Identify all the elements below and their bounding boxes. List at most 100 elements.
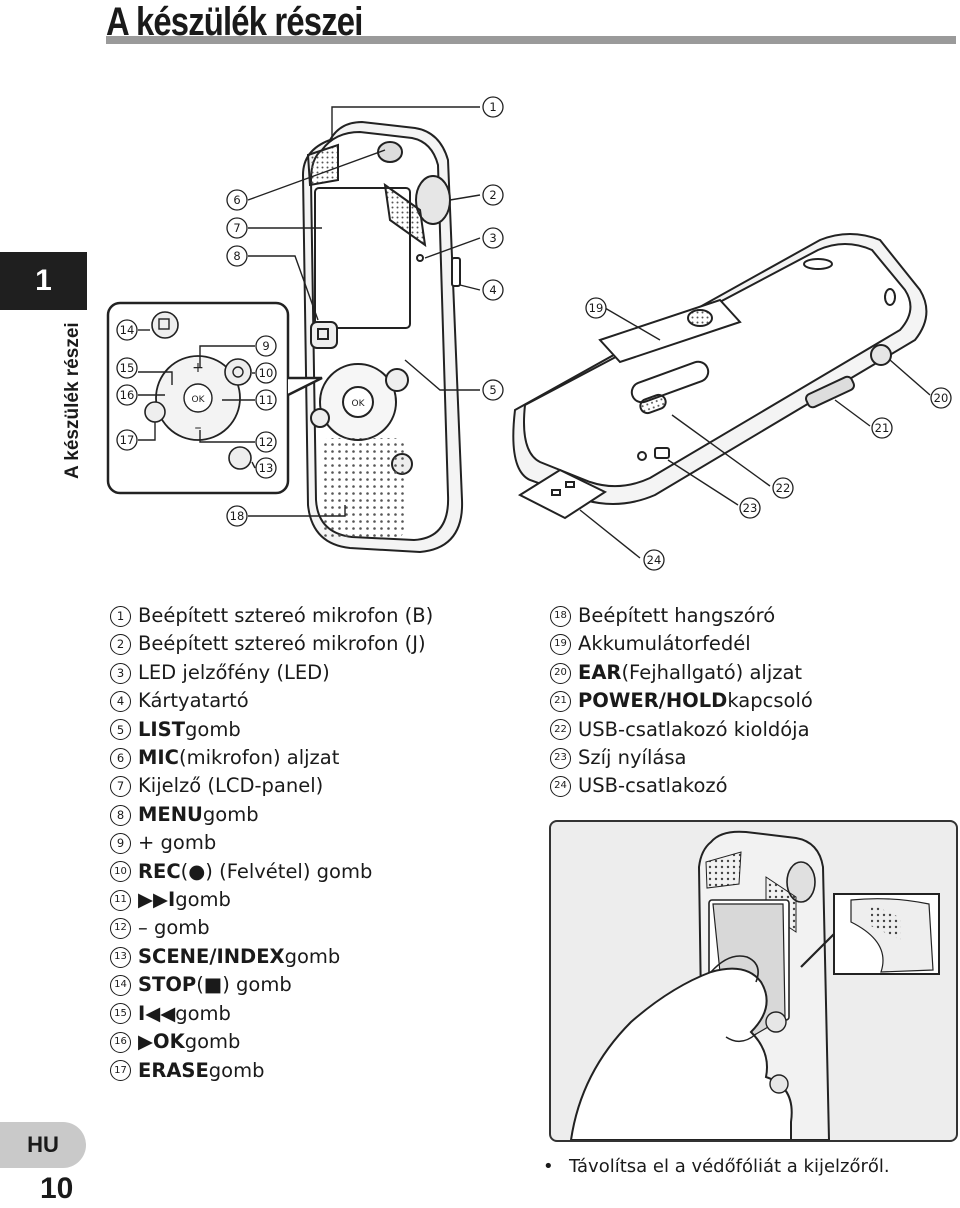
item-number: 11	[110, 889, 131, 911]
item-number: 5	[110, 719, 131, 741]
stop-button-shape	[310, 321, 338, 349]
svg-text:8: 8	[233, 249, 240, 263]
callout-15: 15	[116, 357, 138, 379]
callout-4: 4	[482, 279, 504, 301]
list-item: 12– gomb	[110, 914, 433, 942]
device-diagram: OK OK + –	[106, 96, 952, 571]
lcd-panel	[314, 187, 411, 329]
item-number: 6	[110, 747, 131, 769]
item-number: 15	[110, 1003, 131, 1025]
item-number: 3	[110, 662, 131, 684]
callout-17: 17	[116, 429, 138, 451]
zoom-panel: OK + –	[106, 301, 323, 495]
language-badge: HU	[0, 1122, 86, 1168]
callout-12: 12	[255, 431, 277, 453]
protective-film-illustration	[549, 820, 958, 1142]
usb-release	[654, 447, 670, 459]
svg-text:2: 2	[489, 188, 496, 202]
item-number: 14	[110, 974, 131, 996]
svg-text:6: 6	[233, 193, 240, 207]
svg-text:21: 21	[875, 421, 890, 435]
svg-text:24: 24	[647, 553, 662, 567]
zoom-ok-mark: OK	[192, 395, 206, 405]
svg-text:4: 4	[489, 283, 496, 297]
bullet: •	[543, 1156, 554, 1177]
ear-jack	[870, 344, 892, 366]
svg-text:5: 5	[489, 383, 496, 397]
callout-19: 19	[585, 297, 607, 319]
callout-18: 18	[226, 505, 248, 527]
svg-text:14: 14	[120, 323, 135, 337]
svg-text:13: 13	[259, 461, 274, 475]
callout-16: 16	[116, 384, 138, 406]
callout-11: 11	[255, 389, 277, 411]
list-item: 9+ gomb	[110, 829, 433, 857]
caption-text: Távolítsa el a védőfóliát a kijelzőről.	[569, 1156, 890, 1177]
svg-text:20: 20	[934, 391, 949, 405]
item-number: 1	[110, 605, 131, 627]
recorder-back	[512, 233, 928, 520]
recorder-front: OK	[301, 120, 464, 554]
strap-hole	[637, 451, 647, 461]
page-number: 10	[40, 1172, 74, 1205]
speaker-grille	[320, 438, 405, 538]
list-item: 11▶▶I gomb	[110, 886, 433, 914]
svg-text:9: 9	[262, 339, 269, 353]
callout-1: 1	[482, 96, 504, 118]
callout-20: 20	[930, 387, 952, 409]
mic-jack	[377, 141, 403, 163]
leader-lines	[138, 106, 931, 559]
erase-button-shape	[310, 408, 330, 428]
item-number: 10	[110, 861, 131, 883]
callout-14: 14	[116, 319, 138, 341]
card-slot	[451, 257, 461, 287]
chapter-number-tab: 1	[0, 252, 87, 310]
rec-button-shape	[385, 368, 409, 392]
item-number: 12	[110, 918, 131, 940]
list-item: 16▶OK gomb	[110, 1028, 433, 1056]
item-number: 8	[110, 804, 131, 826]
svg-text:18: 18	[230, 509, 245, 523]
item-number: 22	[550, 719, 571, 741]
callout-numbers: 1 2 3 4 5 6 7 8 9 10 11 12 13 14 15 16 1…	[116, 96, 952, 571]
callout-23: 23	[739, 497, 761, 519]
item-number: 7	[110, 776, 131, 798]
svg-text:3: 3	[489, 231, 496, 245]
item-number: 9	[110, 832, 131, 854]
caption: • Távolítsa el a védőfóliát a kijelzőről.	[543, 1156, 890, 1177]
callout-7: 7	[226, 217, 248, 239]
svg-text:1: 1	[489, 100, 496, 114]
callout-22: 22	[772, 477, 794, 499]
item-number: 16	[110, 1031, 131, 1053]
item-number: 13	[110, 946, 131, 968]
item-number: 19	[550, 634, 571, 656]
callout-8: 8	[226, 245, 248, 267]
svg-text:17: 17	[120, 433, 135, 447]
item-number: 2	[110, 634, 131, 656]
callout-24: 24	[643, 549, 665, 571]
callout-2: 2	[482, 184, 504, 206]
svg-text:16: 16	[120, 388, 135, 402]
svg-text:19: 19	[589, 301, 604, 315]
ok-mark: OK	[352, 399, 366, 409]
callout-21: 21	[871, 417, 893, 439]
